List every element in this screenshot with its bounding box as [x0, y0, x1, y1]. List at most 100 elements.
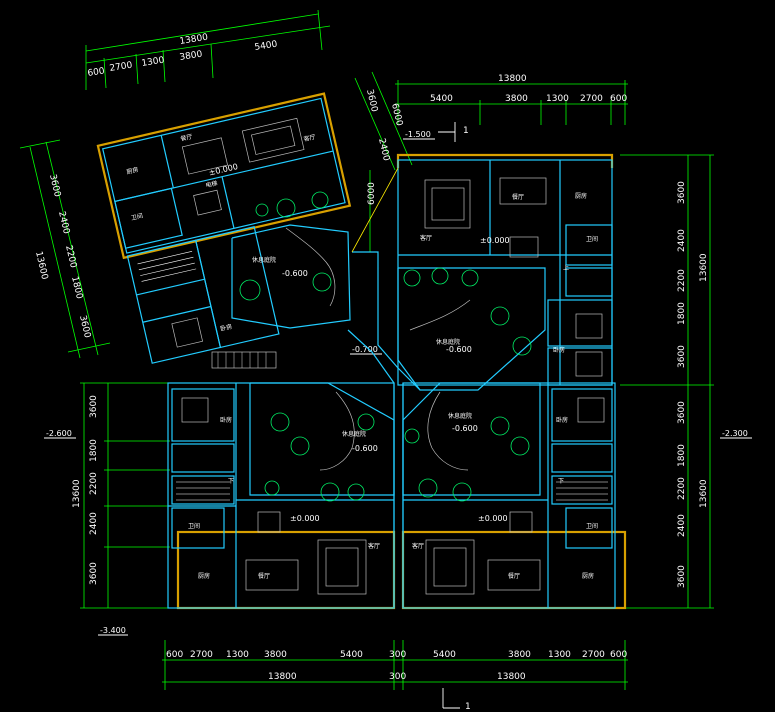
top-seg-4: 5400 [254, 39, 278, 53]
ne-side-d: 6000 [367, 182, 377, 205]
right-dimension-chain: 3600 2400 2200 1800 3600 3600 1800 2200 … [620, 154, 714, 609]
level-l3: -2.600 [46, 429, 72, 438]
left-lower-seg-1: 1800 [89, 439, 99, 462]
nw-living-label: 客厅 [303, 133, 317, 143]
bottom-seg-7: 3800 [508, 650, 531, 660]
top-seg-2: 1300 [141, 55, 165, 69]
right-seg-2: 2200 [677, 269, 687, 292]
unit-southeast: 厨房 餐厅 客厅 卫间 卧房 下 ±0.000 休息庭院 -0.600 [401, 382, 627, 610]
right-seg-6: 1800 [677, 444, 687, 467]
top-total-dim: 13800 [179, 33, 209, 47]
ne-zero-level: ±0.000 [480, 236, 510, 245]
right-seg-8: 2400 [677, 514, 687, 537]
sw-kitchen-label: 厨房 [198, 572, 210, 580]
sw-bedroom-label: 卧房 [220, 416, 232, 424]
bottom-seg-4: 5400 [340, 650, 363, 660]
se-dining-label: 餐厅 [508, 572, 520, 580]
se-living-label: 客厅 [412, 542, 424, 550]
nw-dining-label: 餐厅 [180, 132, 194, 142]
section-marks: 1 1 [438, 122, 471, 712]
se-court-label: 休息庭院 [448, 412, 472, 420]
bottom-seg-1: 2700 [190, 650, 213, 660]
right-seg-9: 3600 [677, 565, 687, 588]
top-seg-0: 600 [87, 66, 106, 79]
left-lower-seg-4: 3600 [89, 562, 99, 585]
level-markers: -1.500 -0.700 -2.600 -2.300 -3.400 [44, 130, 752, 636]
left-lower-dimension-chain: 3600 1800 2200 2400 3600 13600 [72, 382, 170, 609]
left-lower-seg-0: 3600 [89, 395, 99, 418]
se-down-label: 下 [558, 478, 564, 485]
ne-seg-4: 600 [610, 94, 627, 104]
right-total-a: 13600 [699, 253, 709, 282]
ne-up-label: 上 [563, 264, 569, 272]
se-toilet-label: 卫间 [586, 522, 598, 530]
bottom-seg-9: 2700 [582, 650, 605, 660]
ne-living-label: 客厅 [420, 234, 432, 242]
ne-court-level: -0.600 [446, 345, 472, 354]
ne-total: 13800 [498, 74, 527, 84]
bottom-seg-5: 300 [389, 650, 406, 660]
left-upper-seg-4: 3600 [77, 314, 92, 339]
bottom-total-0: 13800 [268, 672, 297, 682]
unit-northwest: 厨房 餐厅 客厅 卫间 卧房 电梯 ±0.000 [96, 92, 352, 364]
right-seg-0: 3600 [677, 181, 687, 204]
sw-down-label: 下 [228, 478, 234, 485]
left-lower-seg-3: 2400 [89, 512, 99, 535]
se-bedroom-label: 卧房 [556, 416, 568, 424]
bottom-dimension-chain: 600 2700 1300 3800 5400 300 5400 3800 13… [162, 640, 628, 690]
bottom-seg-0: 600 [166, 650, 183, 660]
ne-side-c: 2400 [376, 137, 391, 162]
bottom-seg-3: 3800 [264, 650, 287, 660]
top-seg-1: 2700 [109, 60, 133, 74]
sw-living-label: 客厅 [368, 542, 380, 550]
ne-seg-3: 2700 [580, 94, 603, 104]
unit-southwest: 厨房 餐厅 客厅 卫间 卧房 下 ±0.000 休息庭院 -0.600 [167, 382, 396, 610]
right-seg-3: 1800 [677, 302, 687, 325]
left-upper-seg-3: 1800 [69, 275, 84, 300]
central-axis [347, 167, 421, 608]
bottom-seg-6: 5400 [433, 650, 456, 660]
left-lower-total: 13600 [72, 479, 82, 508]
top-seg-3: 3800 [179, 49, 203, 63]
bottom-seg-10: 600 [610, 650, 627, 660]
ne-side-a: 3600 [364, 88, 379, 113]
left-upper-seg-0: 3600 [47, 173, 62, 198]
level-l4: -2.300 [722, 429, 748, 438]
right-seg-5: 3600 [677, 401, 687, 424]
nw-elevator-label: 电梯 [205, 179, 219, 189]
se-kitchen-label: 厨房 [582, 572, 594, 580]
sw-court-level: -0.600 [352, 444, 378, 453]
ne-seg-0: 5400 [430, 94, 453, 104]
sw-court-label: 休息庭院 [342, 430, 366, 438]
bottom-total-1: 300 [389, 672, 406, 682]
ne-bedroom-label: 卧房 [553, 346, 565, 354]
sw-dining-label: 餐厅 [258, 572, 270, 580]
left-upper-seg-1: 2400 [56, 210, 71, 235]
right-seg-1: 2400 [677, 229, 687, 252]
left-upper-dimension-chain: 3600 2400 2200 1800 3600 13600 [19, 139, 111, 359]
ne-seg-2: 1300 [546, 94, 569, 104]
nw-bedroom-label: 卧房 [219, 322, 233, 332]
se-court-level: -0.600 [452, 424, 478, 433]
left-upper-seg-2: 2200 [63, 244, 78, 269]
nw-kitchen-label: 厨房 [126, 165, 140, 175]
left-upper-total: 13600 [33, 250, 49, 280]
section-mark-top: 1 [463, 126, 469, 136]
level-l1: -1.500 [405, 130, 431, 139]
unit-northeast: 厨房 餐厅 客厅 卫间 卧房 ±0.000 上 休息庭院 -0.600 [396, 153, 614, 391]
sw-zero-level: ±0.000 [290, 514, 320, 523]
ne-court-label: 休息庭院 [436, 338, 460, 346]
left-lower-seg-2: 2200 [89, 472, 99, 495]
ne-kitchen-label: 厨房 [575, 192, 587, 200]
section-mark-bottom: 1 [465, 702, 471, 712]
nw-zero-level: ±0.000 [208, 162, 239, 177]
nw-toilet-label: 卫间 [130, 212, 144, 222]
right-total-b: 13600 [699, 479, 709, 508]
bottom-total-2: 13800 [497, 672, 526, 682]
nw-courtyard: 休息庭院 -0.600 [211, 191, 351, 369]
level-l2: -0.700 [352, 345, 378, 354]
right-seg-7: 2200 [677, 477, 687, 500]
ne-toilet-label: 卫间 [586, 235, 598, 243]
